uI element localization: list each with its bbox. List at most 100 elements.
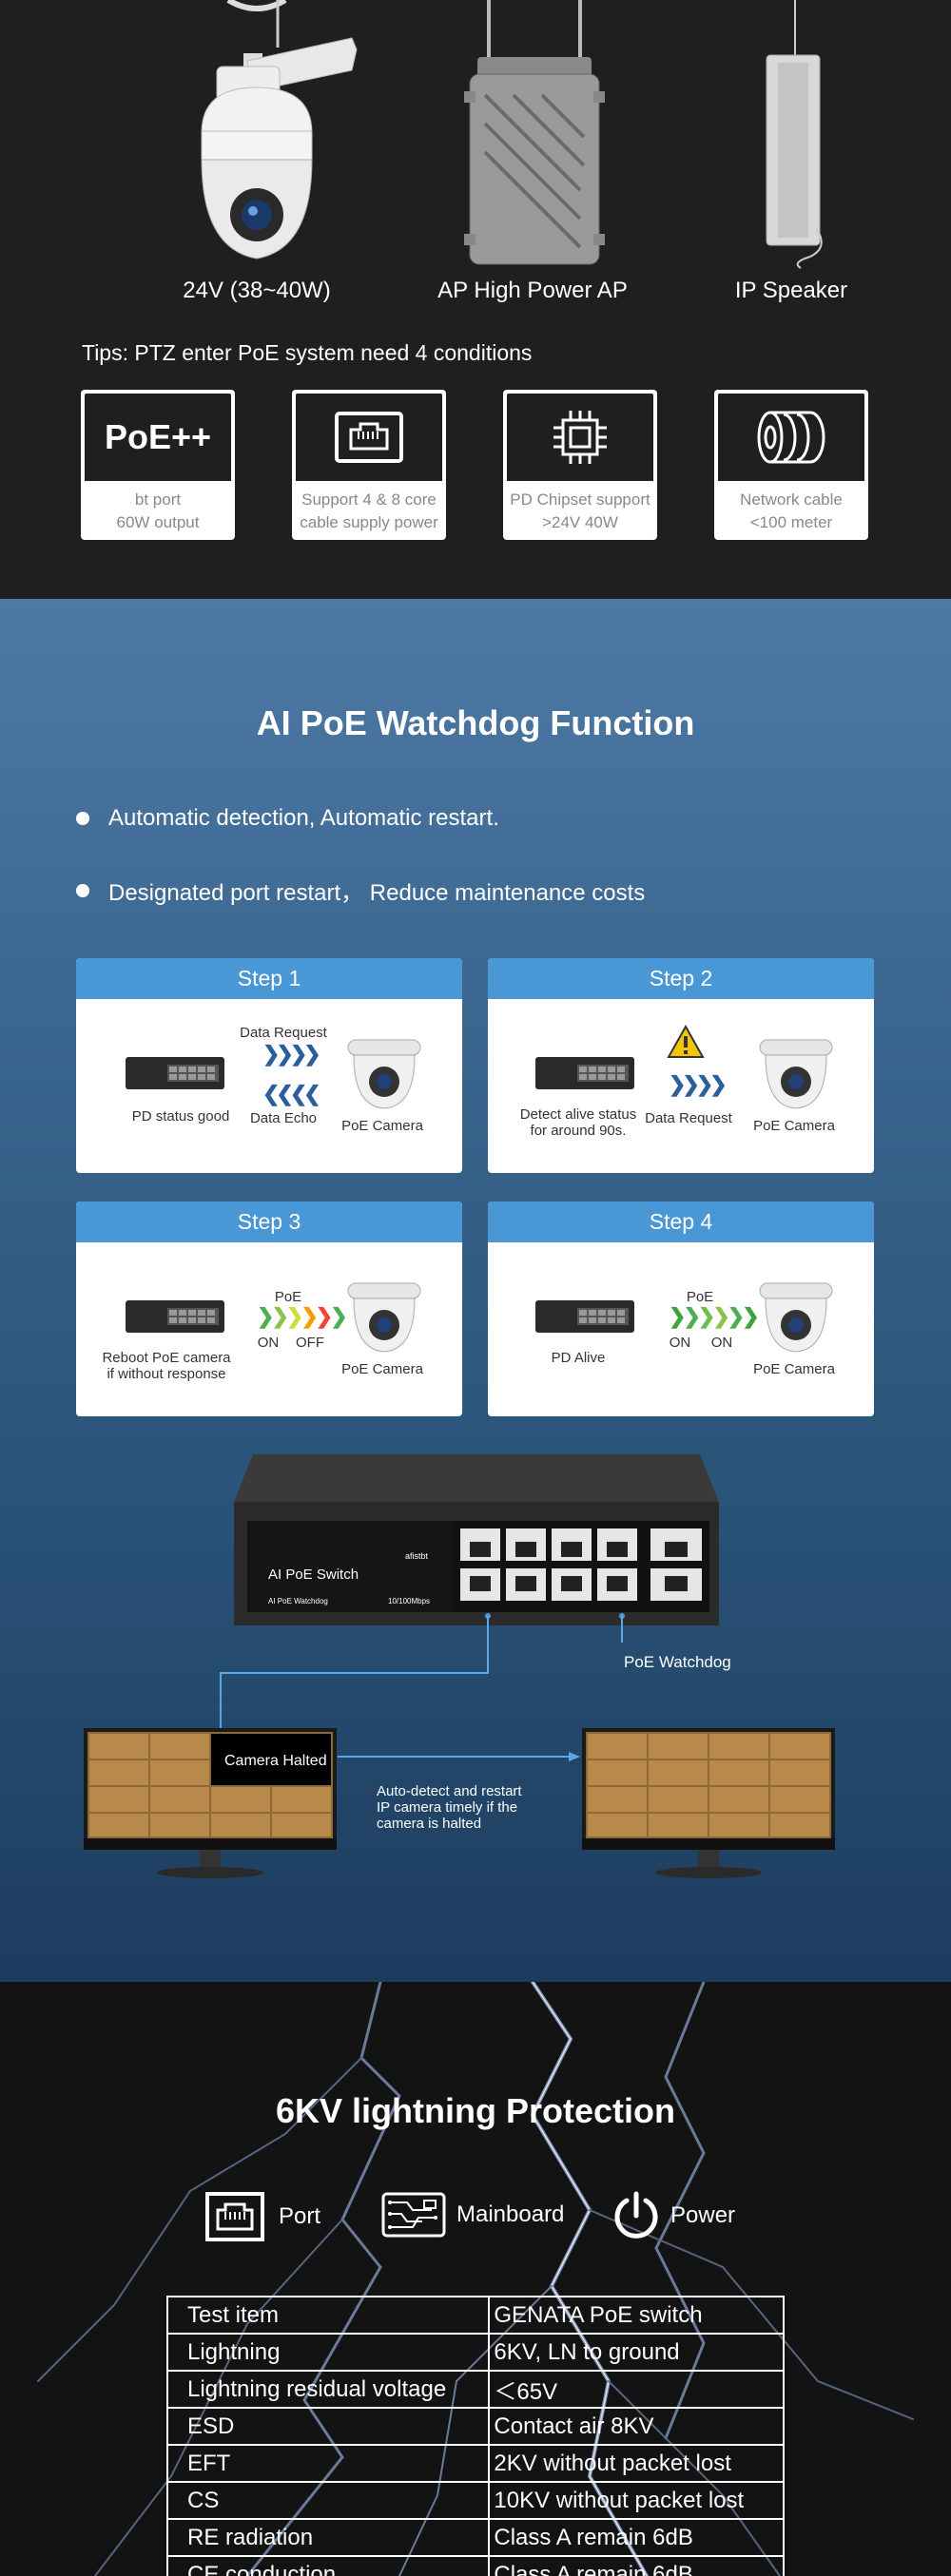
connector-lines xyxy=(220,1616,623,1761)
right-arrows-icon: ❯❯❯❯ xyxy=(669,1072,728,1096)
switch-icon xyxy=(126,1057,224,1089)
lightning-section: 6KV lightning Protection Port Mainboard … xyxy=(0,1982,951,2576)
step-title: Step 1 xyxy=(76,958,462,999)
power-cycle-arrows-icon: ❯❯❯❯❯❯ xyxy=(257,1304,348,1328)
step-left-label-line: if without response xyxy=(107,1366,226,1382)
step-left-label: PD status good xyxy=(131,1108,230,1125)
switch-icon xyxy=(126,1300,224,1333)
cable-coil-icon xyxy=(757,411,825,464)
table-cell: RE radiation xyxy=(165,2518,491,2557)
step-cam-label: PoE Camera xyxy=(753,1361,835,1377)
power-icon xyxy=(614,2191,658,2239)
chipset-icon xyxy=(553,411,607,464)
product-caption: 24V (38~40W) xyxy=(183,278,331,303)
auto-detect-line: IP camera timely if the xyxy=(377,1799,518,1816)
watchdog-title: AI PoE Watchdog Function xyxy=(256,703,695,742)
protection-item-port: Port xyxy=(204,2191,320,2242)
table-cell: ＜65V xyxy=(488,2370,785,2409)
monitor-right xyxy=(582,1728,835,1880)
bullet-text: Designated port restart， Reduce maintena… xyxy=(108,880,646,906)
step-title: Step 2 xyxy=(488,958,874,999)
table-cell: Lightning residual voltage xyxy=(165,2370,491,2409)
bullet-dot-icon xyxy=(76,883,89,897)
ptz-camera-image xyxy=(201,0,358,260)
step-off-label: OFF xyxy=(296,1335,324,1351)
table-cell: Class A remain 6dB xyxy=(488,2555,785,2576)
switch-icon xyxy=(535,1300,634,1333)
condition-line: >24V 40W xyxy=(542,513,618,531)
product-caption: IP Speaker xyxy=(734,278,848,303)
ai-poe-switch-image xyxy=(234,1454,719,1625)
auto-detect-line: camera is halted xyxy=(377,1816,482,1832)
tips-text: Tips: PTZ enter PoE system need 4 condit… xyxy=(82,340,533,365)
table-cell: EFT xyxy=(165,2444,491,2483)
step-mid-label: Data Request xyxy=(645,1110,732,1126)
dome-camera-icon xyxy=(347,1282,421,1353)
switch-speed: 10/100Mbps xyxy=(388,1597,431,1605)
condition-line: <100 meter xyxy=(749,513,833,531)
table-cell: 10KV without packet lost xyxy=(488,2481,785,2520)
ap-product: AP High Power AP xyxy=(390,0,675,314)
step-cam-label: PoE Camera xyxy=(753,1118,835,1134)
ethernet-port-icon xyxy=(205,2192,264,2241)
table-cell: CS xyxy=(165,2481,491,2520)
table-cell: 2KV without packet lost xyxy=(488,2444,785,2483)
step-cam-label: PoE Camera xyxy=(341,1118,423,1134)
ap-device-image xyxy=(464,0,605,265)
condition-card-distance: Network cable <100 meter xyxy=(714,390,868,540)
right-arrows-icon: ❯❯❯❯ xyxy=(262,1042,321,1066)
rj45-port-icon xyxy=(335,412,403,463)
table-row: Lightning residual voltage＜65V xyxy=(165,2370,785,2409)
protection-label: Power xyxy=(670,2202,736,2228)
table-cell: 6KV, LN to ground xyxy=(488,2333,785,2372)
step-top-label: Data Request xyxy=(240,1025,327,1041)
protection-item-power: Power xyxy=(611,2191,735,2240)
condition-line: PD Chipset support xyxy=(510,490,650,509)
ip-speaker-product: IP Speaker xyxy=(649,0,934,314)
step-on-label: ON xyxy=(257,1335,280,1351)
step-left-label-line: Detect alive status xyxy=(519,1106,637,1123)
condition-line: Network cable xyxy=(740,490,843,509)
condition-line: Support 4 & 8 core xyxy=(301,490,437,509)
product-caption: AP High Power AP xyxy=(437,278,628,303)
table-cell: CE conduction xyxy=(165,2555,491,2576)
table-cell: Class A remain 6dB xyxy=(488,2518,785,2557)
table-cell: GENATA PoE switch xyxy=(488,2296,785,2335)
ip-speaker-image xyxy=(766,0,823,269)
dome-camera-icon xyxy=(347,1039,421,1109)
bullet-item: Automatic detection, Automatic restart. xyxy=(76,805,499,832)
switch-model: AI PoE Switch xyxy=(268,1567,359,1583)
switch-icon xyxy=(535,1057,634,1089)
dome-camera-icon xyxy=(759,1039,833,1109)
step-left-label: PD Alive xyxy=(551,1350,606,1366)
table-cell: Contact air 8KV xyxy=(488,2407,785,2446)
step-on-label: ON xyxy=(710,1335,733,1351)
step-poe-label: PoE xyxy=(274,1289,302,1305)
warning-icon xyxy=(667,1025,705,1058)
step-cam-label: PoE Camera xyxy=(341,1361,423,1377)
dome-camera-icon xyxy=(759,1282,833,1353)
step-card-4: Step 4 PD Alive PoE ❯❯❯❯❯❯ ON ON PoE Cam… xyxy=(488,1201,874,1416)
auto-detect-line: Auto-detect and restart xyxy=(377,1783,522,1799)
switch-sub: AI PoE Watchdog xyxy=(268,1597,328,1605)
poe-conditions-section: 24V (38~40W) AP High Power AP xyxy=(0,0,951,599)
bullet-dot-icon xyxy=(76,812,89,825)
bullet-text: Automatic detection, Automatic restart. xyxy=(108,805,499,831)
watchdog-section: AI PoE Watchdog Function Automatic detec… xyxy=(0,599,951,1982)
mainboard-icon xyxy=(381,2192,446,2238)
step-title: Step 3 xyxy=(76,1201,462,1242)
condition-card-chipset: PD Chipset support >24V 40W xyxy=(503,390,657,540)
step-poe-label: PoE xyxy=(686,1289,714,1305)
lightning-title: 6KV lightning Protection xyxy=(276,2091,675,2130)
